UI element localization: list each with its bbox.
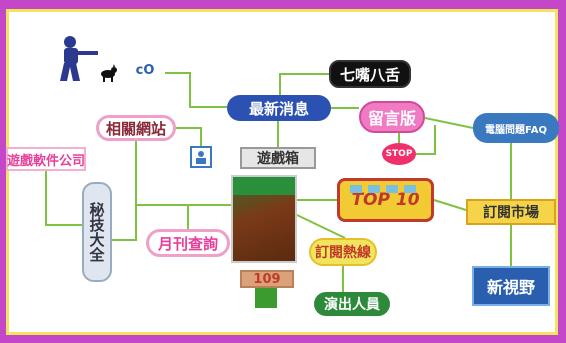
- bus-window: [368, 185, 380, 193]
- faq-link[interactable]: 電腦問題FAQ: [473, 113, 559, 143]
- issue-number-label: 109: [240, 270, 294, 288]
- latest-news-link[interactable]: 最新消息: [227, 95, 331, 121]
- cover-masthead: [233, 177, 295, 195]
- monthly-query-link[interactable]: 月刊查詢: [146, 229, 230, 257]
- secret-tips-link[interactable]: 秘技大全: [82, 182, 112, 282]
- top10-label: TOP 10: [351, 190, 420, 210]
- portrait-icon[interactable]: [190, 146, 212, 168]
- new-view-link[interactable]: 新視野: [472, 266, 550, 306]
- soldier-icon: [60, 36, 98, 81]
- stop-badge[interactable]: STOP: [382, 143, 416, 165]
- co-label: cO: [135, 62, 155, 78]
- bus-window: [404, 185, 416, 193]
- game-box-link[interactable]: 遊戲箱: [240, 147, 316, 169]
- related-sites-link[interactable]: 相關網站: [96, 115, 176, 141]
- bus-window: [386, 185, 398, 193]
- seven-mouths-link[interactable]: 七嘴八舌: [329, 60, 411, 88]
- top10-bus-link[interactable]: TOP 10: [337, 178, 434, 222]
- cat-icon: [101, 64, 117, 82]
- subscription-market-link[interactable]: 訂閱市場: [466, 199, 556, 225]
- magazine-cover-image[interactable]: [231, 175, 297, 263]
- game-software-link[interactable]: 遊戲軟件公司: [6, 147, 86, 171]
- cover-stand: [255, 288, 277, 308]
- cast-link[interactable]: 演出人員: [314, 292, 390, 316]
- subscription-hotline-link[interactable]: 訂閱熱線: [309, 238, 377, 266]
- guestbook-link[interactable]: 留言版: [359, 101, 425, 133]
- bus-window: [350, 185, 362, 193]
